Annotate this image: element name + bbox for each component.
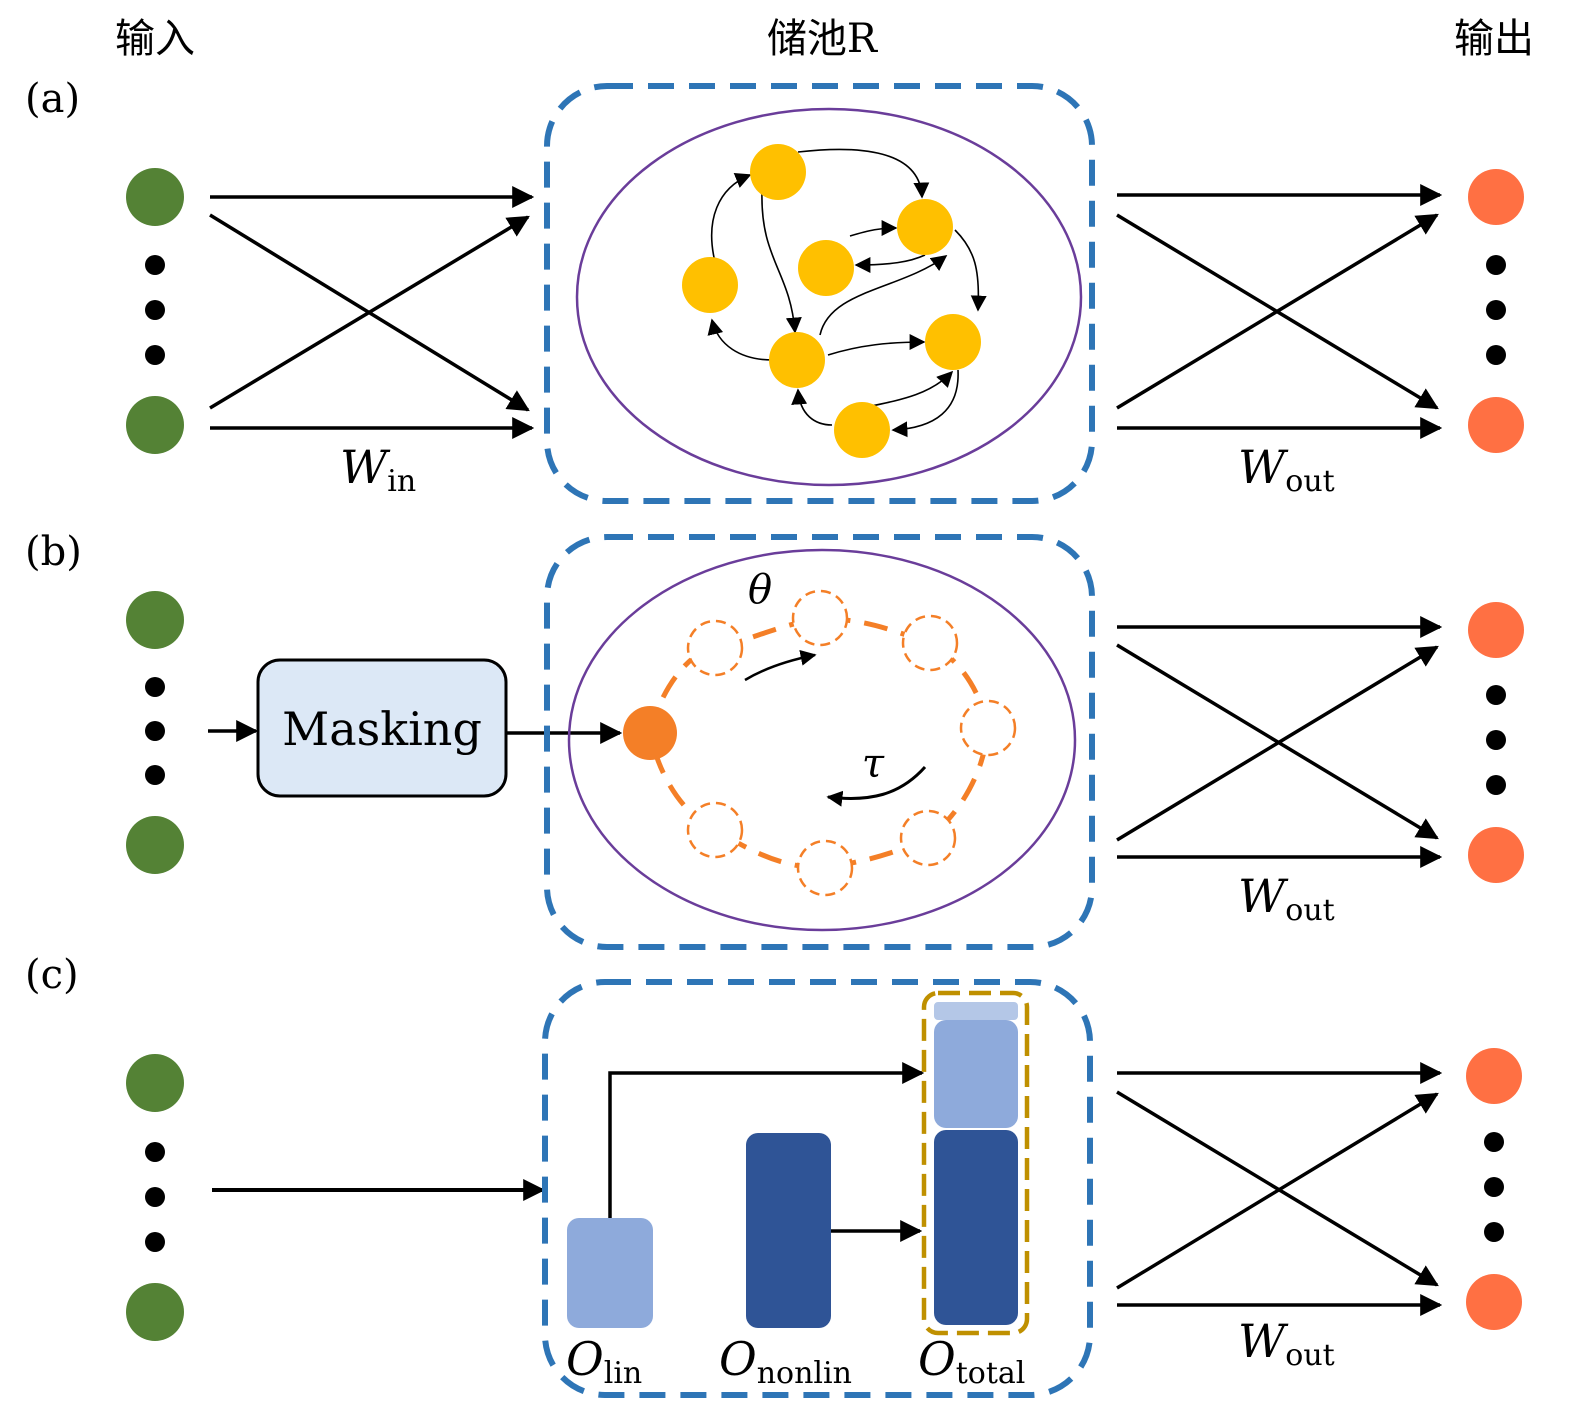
reservoir-node [897,199,953,255]
panel-b-inputs [126,591,184,874]
ellipsis-dot [1486,775,1506,795]
o-lin-label: Olin [566,1332,642,1391]
virtual-node [901,614,959,672]
ellipsis-dot [145,721,165,741]
output-node [1468,827,1524,883]
wout-label-a: Wout [1238,440,1335,499]
tau-arrow [826,766,927,807]
ellipsis-dot [1484,1222,1504,1242]
reservoir-node [925,314,981,370]
input-header: 输入 [115,16,195,62]
ellipsis-dot [1484,1132,1504,1152]
panel-a-output-weights [1116,184,1443,439]
panel-a-inputs [126,168,184,454]
masking-box [256,658,508,798]
ellipsis-dot [145,677,165,697]
reservoir-box-a [544,83,1095,504]
ellipsis-dot [145,255,165,275]
ellipsis-dot [1486,345,1506,365]
tau-label: τ [862,741,885,787]
active-virtual-node [623,706,677,760]
panel-a-input-weights [209,186,535,439]
panel-b-label: (b) [25,529,82,575]
ellipsis-dot [145,300,165,320]
virtual-node [899,809,957,867]
o-lin-block [567,1218,653,1328]
virtual-node [796,839,854,897]
reservoir-box-c [542,979,1093,1398]
panel-a-outputs [1468,169,1524,453]
reservoir-header: 储池R [767,16,879,62]
reservoir-node [834,402,890,458]
ellipsis-dot [145,1142,165,1162]
wout-label-c: Wout [1238,1314,1335,1373]
reservoir-node [682,257,738,313]
o-total-top-cap [934,1002,1018,1020]
output-node [1468,169,1524,225]
reservoir-ellipse-a [575,107,1083,487]
ellipsis-dot [145,765,165,785]
panel-c-outputs [1466,1048,1522,1330]
output-header: 输出 [1454,16,1534,62]
reservoir-nodes [682,144,981,458]
o-total-border [921,990,1030,1336]
ellipsis-dot [1484,1177,1504,1197]
virtual-node [791,589,849,647]
ellipsis-dot [145,1232,165,1252]
ellipsis-dot [1486,730,1506,750]
output-node [1466,1274,1522,1330]
output-node [1468,602,1524,658]
panel-c-label: (c) [25,952,79,998]
reservoir-box-b [544,534,1095,950]
reservoir-node [769,332,825,388]
panel-a-label: (a) [25,76,80,122]
reservoir-node [750,144,806,200]
ellipsis-dot [1486,255,1506,275]
reservoir-connections [707,148,987,438]
input-node [126,816,184,874]
input-node [126,591,184,649]
input-node [126,396,184,454]
virtual-nodes [686,589,1017,897]
input-node [126,1054,184,1112]
o-total-nonlinear-part [934,1130,1018,1325]
o-nonlin-block [746,1133,831,1328]
input-node [126,168,184,226]
output-node [1466,1048,1522,1104]
o-lin-to-total-arrow [608,1062,925,1218]
o-total-label: Ototal [918,1332,1025,1391]
win-label: Win [340,440,416,499]
virtual-node [686,619,744,677]
panel-b-output-weights [1116,616,1443,868]
ellipsis-dot [1486,300,1506,320]
o-nonlin-label: Ononlin [719,1332,852,1391]
virtual-node [959,699,1017,757]
reservoir-ellipse-b [567,548,1077,932]
ellipsis-dot [1486,685,1506,705]
panel-c-inputs [126,1054,184,1341]
ellipsis-dot [145,1187,165,1207]
wout-label-b: Wout [1238,869,1335,928]
theta-arrow [744,649,817,682]
o-total-linear-part [934,1020,1018,1128]
ellipsis-dot [145,345,165,365]
panel-c-output-weights [1116,1062,1443,1316]
theta-label: θ [748,567,772,613]
reservoir-node [798,240,854,296]
output-node [1468,397,1524,453]
panel-b-outputs [1468,602,1524,883]
virtual-node [686,801,744,859]
input-node [126,1283,184,1341]
masking-label: Masking [282,702,482,756]
